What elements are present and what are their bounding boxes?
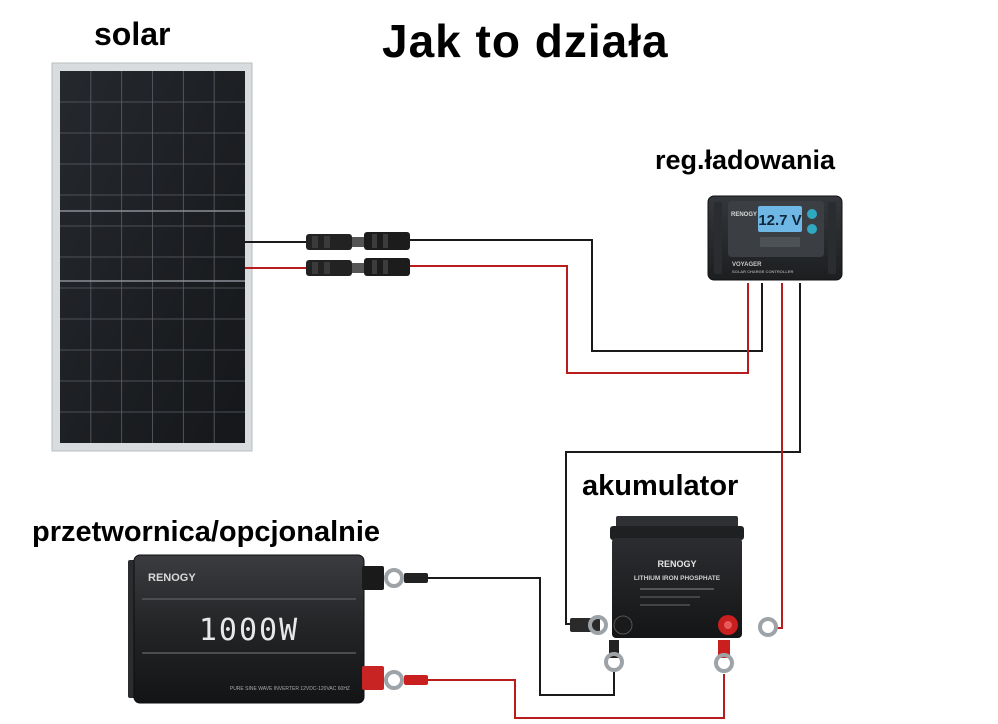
battery-brand: RENOGY — [657, 559, 696, 569]
battery-to-inverter-negative-wire — [428, 577, 615, 696]
battery-positive-ring-lug — [714, 617, 778, 673]
inverter-negative-ring-lug — [384, 568, 428, 588]
inverter-caption: PURE SINE WAVE INVERTER 12VDC-120VAC 60H… — [230, 686, 350, 692]
battery: RENOGY LITHIUM IRON PHOSPHATE — [570, 516, 778, 673]
solar-panel — [51, 62, 253, 452]
controller-display-value: 12.7 V — [758, 212, 801, 229]
inverter: RENOGY 1000W PURE SINE WAVE INVERTER 12V… — [128, 554, 428, 704]
solar-panel-label: solar — [94, 16, 171, 52]
charge-controller: 12.7 V RENOGY VOYAGER SOLAR CHARGE CONTR… — [707, 195, 843, 281]
inverter-label: przetwornica/opcjonalnie — [32, 516, 381, 548]
battery-negative-ring-lug — [588, 615, 624, 672]
controller-model: VOYAGER — [732, 262, 762, 268]
inverter-positive-terminal — [362, 666, 384, 690]
inverter-power-rating: 1000W — [199, 613, 299, 648]
controller-button-up — [807, 209, 817, 219]
charge-controller-label: reg.ładowania — [655, 145, 836, 175]
panel-to-controller-positive-wire — [410, 265, 749, 374]
inverter-negative-terminal — [362, 566, 384, 590]
battery-to-inverter-positive-wire — [428, 674, 725, 719]
controller-to-battery-positive-wire — [775, 283, 783, 629]
mc4-connector-positive — [306, 258, 410, 276]
inverter-brand: RENOGY — [148, 572, 196, 584]
battery-type: LITHIUM IRON PHOSPHATE — [634, 575, 721, 582]
panel-to-controller-negative-wire — [410, 239, 763, 352]
solar-cell-grid — [60, 71, 245, 443]
controller-brand: RENOGY — [731, 212, 757, 218]
positive-wires — [245, 265, 783, 719]
battery-negative-terminal — [570, 618, 600, 632]
controller-subtitle: SOLAR CHARGE CONTROLLER — [732, 269, 793, 274]
controller-button-down — [807, 224, 817, 234]
mc4-connector-negative — [306, 232, 410, 250]
inverter-positive-ring-lug — [384, 670, 428, 690]
controller-display — [758, 206, 802, 232]
page-title: Jak to działa — [382, 15, 669, 67]
battery-label: akumulator — [582, 470, 739, 502]
